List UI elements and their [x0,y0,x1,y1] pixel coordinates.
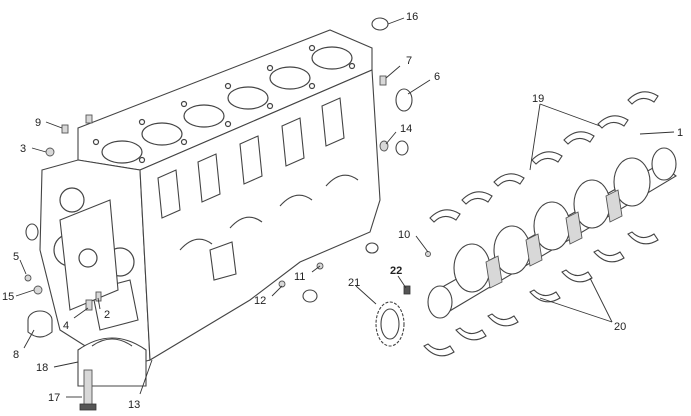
callout-2: 2 [104,309,110,321]
core-plug-part-16 [371,17,389,31]
crankshaft-part-1 [427,147,677,319]
callout-20: 20 [614,321,626,333]
plug-part-15 [33,285,43,295]
callout-18: 18 [36,362,48,374]
plug-part-5 [24,274,32,282]
callout-4: 4 [63,320,69,332]
cylinder-block [39,29,381,369]
callout-labels: 1 2 3 4 5 6 7 8 9 10 11 12 13 14 15 16 1… [2,11,683,411]
callout-15: 15 [2,291,14,303]
callout-22: 22 [390,265,402,277]
dowel-part-9 [61,124,69,134]
crank-gear-part-21 [375,301,405,347]
callout-17: 17 [48,392,60,404]
callout-19: 19 [532,93,544,105]
leader-lines [15,17,675,398]
callout-8: 8 [13,349,19,361]
callout-9: 9 [35,117,41,129]
callout-5: 5 [13,251,19,263]
callout-21: 21 [348,277,360,289]
callout-16: 16 [406,11,418,23]
callout-11: 11 [294,271,305,283]
pin-part-4 [85,299,93,311]
lower-bearing-shells-part-20 [423,231,659,357]
callout-6: 6 [434,71,440,83]
core-plug-part-6 [395,88,413,112]
dowel-part-7 [379,75,387,86]
pin-part-10 [425,251,431,257]
callout-14: 14 [400,123,412,135]
callout-1: 1 [677,127,683,139]
bearing-cap-part-18 [77,337,147,387]
cylinder-bores [101,46,353,164]
key-part-22 [403,285,411,295]
upper-bearing-shells-part-19 [429,91,659,223]
callout-10: 10 [398,229,410,241]
callout-13: 13 [128,399,140,411]
plug-part-14b [395,140,409,156]
plug-part-3 [45,147,55,157]
plug-part-12 [278,280,286,288]
callout-12: 12 [254,295,266,307]
bushing-part-8 [27,310,53,338]
bolt-part-17 [79,369,97,411]
callout-3: 3 [20,143,26,155]
callout-7: 7 [406,55,412,67]
